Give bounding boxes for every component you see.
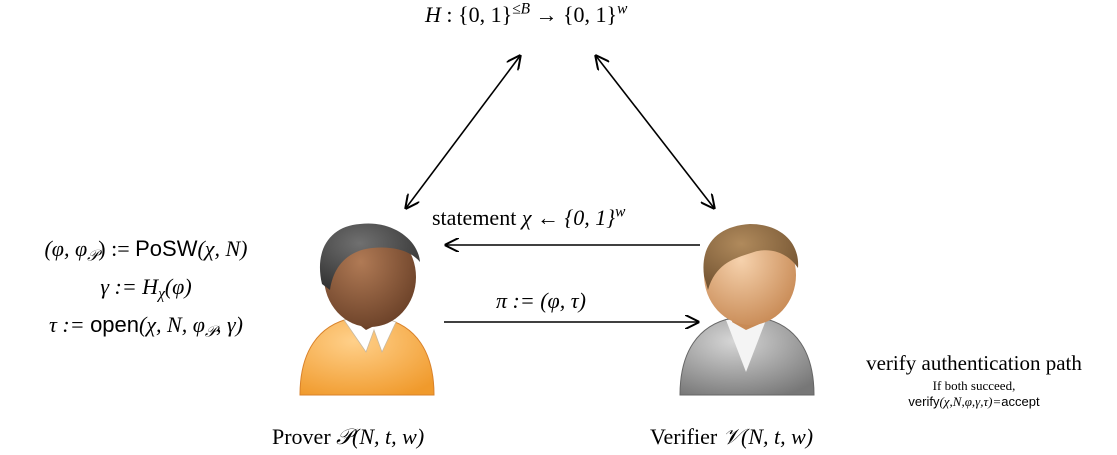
prover-avatar-icon [299,223,435,396]
prover-step-hash: γ := Hχ(φ) [100,274,192,303]
arrow-oracle-verifier [596,56,714,208]
prover-label: Prover 𝒫(N, t, w) [272,424,425,450]
verifier-label: Verifier 𝒱(N, t, w) [650,424,814,450]
verifier-avatar-icon [679,224,815,396]
verifier-notes: verify authentication path If both succe… [836,350,1112,410]
proof-label: π := (φ, τ) [496,288,586,313]
verifier-notes-condition: If both succeed, [932,378,1016,393]
verifier-notes-verify: verify(χ,N,φ,γ,τ)=accept [908,394,1040,409]
verifier-notes-title: verify authentication path [866,351,1082,375]
statement-label: statement χ ← {0, 1}w [432,203,626,230]
oracle-hash-function: H : {0, 1}≤B → {0, 1}w [425,0,628,27]
prover-steps: (φ, φ𝒫) := PoSW(χ, N) γ := Hχ(φ) τ := op… [4,230,288,344]
arrow-oracle-prover [406,56,520,208]
prover-step-posw: (φ, φ𝒫) := PoSW(χ, N) [44,236,248,265]
oracle-symbol: H [425,2,441,27]
prover-step-open: τ := open(χ, N, φ𝒫, γ) [49,312,243,341]
